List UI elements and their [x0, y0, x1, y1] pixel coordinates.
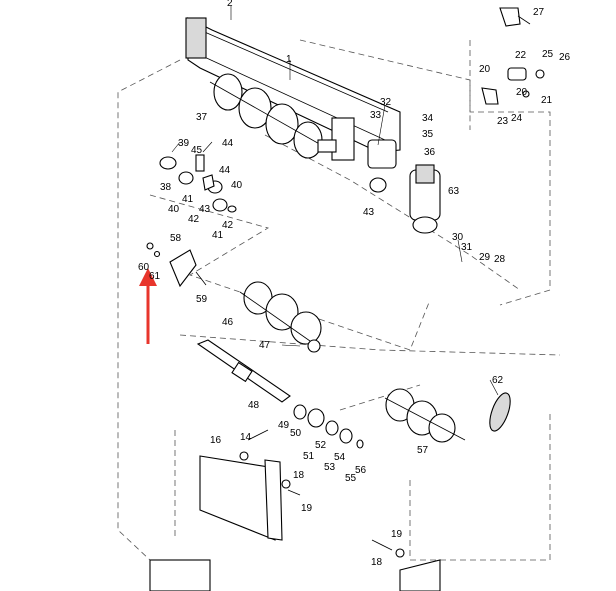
callout-62: 62	[492, 375, 504, 386]
callout-38: 38	[160, 182, 172, 193]
drive-shaft	[196, 339, 291, 403]
callout-61: 61	[149, 271, 161, 282]
callout-19b: 19	[391, 529, 403, 540]
callout-16: 16	[210, 435, 222, 446]
callout-56: 56	[355, 465, 367, 476]
callout-1: 1	[286, 54, 292, 65]
callout-32: 32	[380, 97, 392, 108]
callout-55: 55	[345, 473, 357, 484]
callout-27: 27	[533, 7, 545, 18]
callout-28: 28	[494, 254, 506, 265]
callout-22: 22	[515, 50, 527, 61]
callout-31: 31	[461, 242, 473, 253]
callout-40a: 40	[231, 180, 243, 191]
callout-44a: 44	[222, 138, 234, 149]
callout-49: 49	[278, 420, 290, 431]
callout-23: 23	[497, 116, 509, 127]
lower-auger	[384, 388, 466, 443]
callout-51: 51	[303, 451, 315, 462]
callout-20b: 20	[516, 87, 528, 98]
callout-20a: 20	[479, 64, 491, 75]
callout-30: 30	[452, 232, 464, 243]
callout-60: 60	[138, 262, 150, 273]
shaft-bearing-stack	[293, 404, 364, 449]
callout-48: 48	[248, 400, 260, 411]
callout-21: 21	[541, 95, 553, 106]
dashed-frame-lines	[117, 39, 561, 561]
callout-19a: 19	[301, 503, 313, 514]
callout-58: 58	[170, 233, 182, 244]
callout-63: 63	[448, 186, 460, 197]
part-62-bracket	[489, 392, 511, 432]
callout-39: 39	[178, 138, 190, 149]
middle-auger	[239, 281, 322, 353]
callout-37: 37	[196, 112, 208, 123]
callout-18b: 18	[371, 557, 383, 568]
callout-46: 46	[222, 317, 234, 328]
callout-54: 54	[334, 452, 346, 463]
callout-57: 57	[417, 445, 429, 456]
callout-59: 59	[196, 294, 208, 305]
callout-45: 45	[191, 145, 203, 156]
upper-auger	[209, 73, 337, 159]
bottom-parts	[149, 539, 441, 591]
leader-lines	[171, 6, 499, 396]
callout-29: 29	[479, 252, 491, 263]
callout-44b: 44	[219, 165, 231, 176]
callout-40b: 40	[168, 204, 180, 215]
top-right-switch-parts	[481, 7, 545, 105]
main-frame-beam	[185, 17, 401, 161]
callout-42a: 42	[188, 214, 200, 225]
callout-34: 34	[422, 113, 434, 124]
callout-26: 26	[559, 52, 571, 63]
callout-labels: 2 1 27 22 25 26 20 20 21 23 24 32 33 34 …	[138, 0, 571, 568]
plate-58-assembly	[146, 242, 207, 288]
bearing-housing-assembly	[367, 139, 441, 234]
callout-18a: 18	[293, 470, 305, 481]
callout-25: 25	[542, 49, 554, 60]
callout-36: 36	[424, 147, 436, 158]
bracket-16-assembly	[199, 429, 301, 541]
callout-42b: 42	[222, 220, 234, 231]
callout-43b: 43	[363, 207, 375, 218]
callout-43a: 43	[199, 204, 211, 215]
callout-2: 2	[227, 0, 233, 9]
red-arrow-icon	[139, 268, 157, 344]
callout-53: 53	[324, 462, 336, 473]
callout-41a: 41	[182, 194, 194, 205]
callout-47: 47	[259, 340, 271, 351]
callout-52: 52	[315, 440, 327, 451]
callout-14: 14	[240, 432, 252, 443]
callout-41b: 41	[212, 230, 224, 241]
callout-24: 24	[511, 113, 523, 124]
callout-50: 50	[290, 428, 302, 439]
callout-35: 35	[422, 129, 434, 140]
callout-33: 33	[370, 110, 382, 121]
left-bearing-small-parts	[159, 154, 237, 213]
